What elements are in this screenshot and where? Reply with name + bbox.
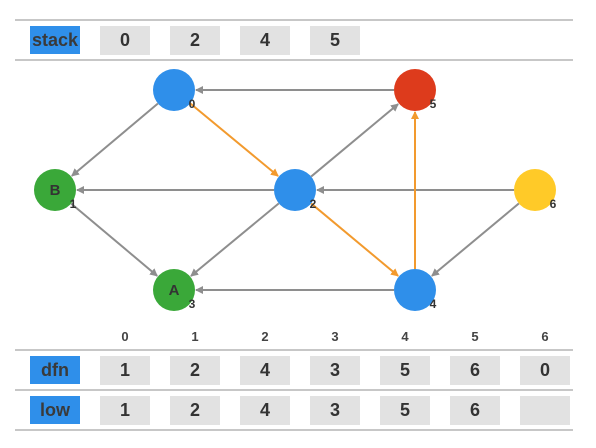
dfn-cell: 3 (310, 356, 360, 385)
low-cell: 4 (240, 396, 290, 425)
index-label: 4 (401, 329, 409, 344)
stack-cell: 2 (170, 26, 220, 55)
graph-node: 0 (153, 69, 196, 111)
node-circle (514, 169, 556, 211)
low-cell: 6 (450, 396, 500, 425)
divider-top (15, 19, 573, 21)
node-number: 1 (70, 197, 77, 211)
index-label: 6 (541, 329, 549, 344)
graph-node: 4 (394, 269, 437, 311)
node-letter: A (169, 282, 180, 299)
divider-above-dfn (15, 349, 573, 351)
graph-node: B1 (34, 169, 77, 211)
node-circle (34, 169, 76, 211)
node-number: 0 (189, 97, 196, 111)
graph-node: 2 (274, 169, 317, 211)
index-label: 1 (191, 329, 199, 344)
edges-layer (70, 86, 520, 294)
edge-B-to-A (70, 202, 158, 277)
low-cell: 5 (380, 396, 430, 425)
node-circle (274, 169, 316, 211)
node-letter: B (50, 182, 61, 199)
stack-cell: 0 (100, 26, 150, 55)
low-cell: 1 (100, 396, 150, 425)
node-number: 6 (550, 197, 557, 211)
divider-between-rows (15, 389, 573, 391)
dfn-cell: 5 (380, 356, 430, 385)
low-label: low (30, 396, 80, 424)
low-cell: 2 (170, 396, 220, 425)
index-label: 0 (121, 329, 129, 344)
edge-0-to-2 (189, 102, 279, 177)
edge-0-to-B (71, 102, 159, 177)
node-circle (153, 69, 195, 111)
index-label: 2 (261, 329, 269, 344)
dfn-label: dfn (30, 356, 80, 384)
graph-node: 6 (514, 169, 557, 211)
divider-bottom (15, 429, 573, 431)
edge-6-to-4 (431, 202, 520, 277)
stack-cell: 4 (240, 26, 290, 55)
graph-node: 5 (394, 69, 437, 111)
node-number: 5 (430, 97, 437, 111)
divider-under-stack (15, 59, 573, 61)
dfn-cell: 0 (520, 356, 570, 385)
dfn-cell: 4 (240, 356, 290, 385)
nodes-layer: 0 5B1 2 6A3 4 (34, 69, 557, 311)
low-cell: 3 (310, 396, 360, 425)
edge-2-to-4 (310, 202, 399, 277)
node-circle (153, 269, 195, 311)
node-circle (394, 269, 436, 311)
dfn-cell: 1 (100, 356, 150, 385)
graph-node: A3 (153, 269, 196, 311)
dfn-cell: 6 (450, 356, 500, 385)
stack-label: stack (30, 26, 80, 54)
node-number: 2 (310, 197, 317, 211)
index-label: 3 (331, 329, 339, 344)
node-number: 4 (430, 297, 437, 311)
low-cell (520, 396, 570, 425)
dfn-cell: 2 (170, 356, 220, 385)
node-number: 3 (189, 297, 196, 311)
index-label: 5 (471, 329, 479, 344)
edge-2-to-A (190, 202, 280, 277)
node-circle (394, 69, 436, 111)
edge-2-to-5 (310, 103, 399, 178)
stack-cell: 5 (310, 26, 360, 55)
